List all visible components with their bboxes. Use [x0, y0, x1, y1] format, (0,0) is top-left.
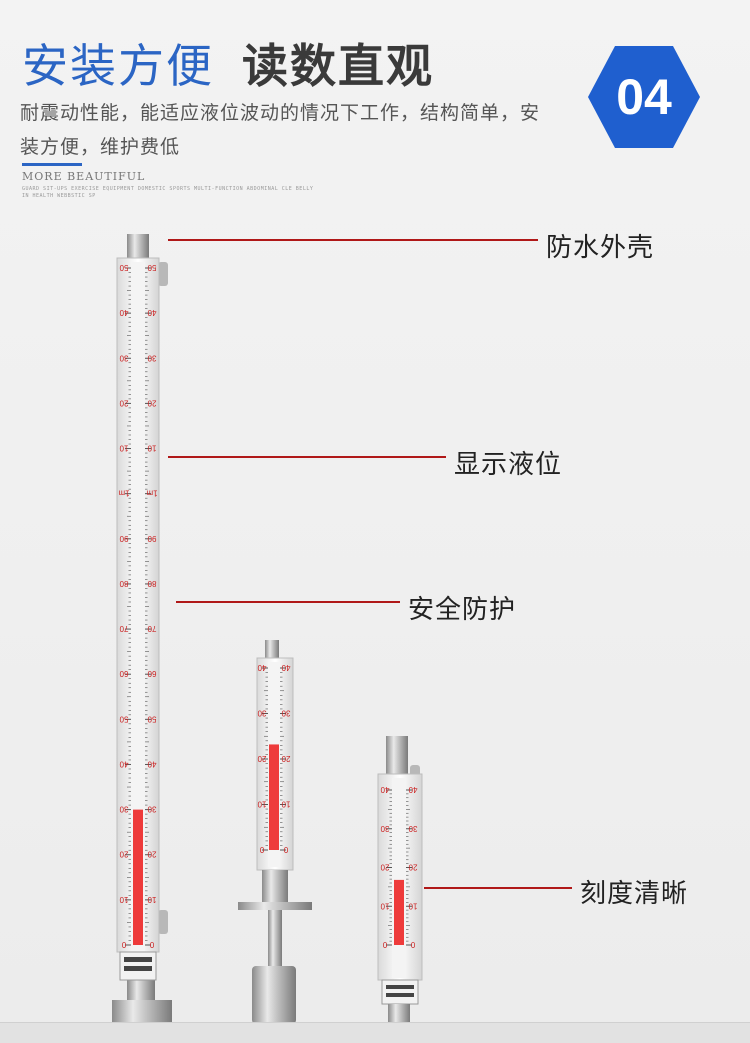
scale-label: 0 — [259, 845, 264, 854]
scale-label: 40 — [147, 308, 156, 317]
liquid-level-fill — [394, 879, 404, 945]
scale-label: 40 — [147, 759, 156, 768]
scale-label: 90 — [119, 534, 128, 543]
scale-label: 30 — [147, 353, 156, 362]
callout-label-safety: 安全防护 — [408, 595, 517, 625]
scale-label: 10 — [380, 901, 389, 910]
scale-label: 0 — [283, 845, 288, 854]
scale-label: 90 — [147, 534, 156, 543]
scale-label: 10 — [147, 895, 156, 904]
scale-label: 0 — [121, 940, 126, 949]
scale-label: 20 — [119, 398, 128, 407]
scale-label: 40 — [408, 785, 417, 794]
scale-label: 30 — [119, 805, 128, 814]
scale-label: 0 — [149, 940, 154, 949]
scale-label: 20 — [281, 754, 290, 763]
gauge-tall: 50 50 40 40 30 30 20 20 10 10 1m 1m 90 90 80 80 70 70 60 60… — [112, 234, 172, 1024]
scale-label: 50 — [147, 263, 156, 272]
gauge-medium: 40 40 30 30 20 20 10 10 0 0 — [238, 640, 312, 1024]
scale-label: 30 — [257, 709, 266, 718]
hexagon-badge-icon — [588, 46, 700, 148]
callout-label-shell: 防水外壳 — [546, 233, 655, 263]
scale-label: 30 — [119, 353, 128, 362]
scale-label: 10 — [281, 800, 290, 809]
scale-label: 20 — [147, 850, 156, 859]
headline-light: 安装方便 — [22, 39, 214, 93]
scale-label: 20 — [380, 863, 389, 872]
scale-label: 60 — [147, 669, 156, 678]
scale-label: 20 — [257, 754, 266, 763]
feature-description: 耐震动性能，能适应液位波动的情况下工作，结构简单，安装方便，维护费低 — [20, 102, 541, 158]
callout-line-display — [168, 456, 446, 458]
scale-label: 40 — [119, 308, 128, 317]
scale-label: 80 — [147, 579, 156, 588]
liquid-level-fill — [133, 809, 143, 945]
scale-label: 10 — [408, 901, 417, 910]
scale-label: 1m — [118, 489, 129, 498]
scale-label: 40 — [380, 785, 389, 794]
scale-label: 20 — [408, 863, 417, 872]
headline-bold: 读数直观 — [242, 39, 434, 93]
scale-label: 10 — [119, 895, 128, 904]
headline: 安装方便读数直观 — [22, 30, 434, 96]
callout-line-safety — [176, 601, 400, 603]
scale-label: 30 — [147, 805, 156, 814]
accent-rule — [22, 163, 82, 166]
english-subtitle: MORE BEAUTIFUL — [22, 170, 146, 183]
scale-label: 60 — [119, 669, 128, 678]
scale-label: 10 — [119, 444, 128, 453]
number-badge: 04 — [586, 44, 702, 150]
callout-label-scale: 刻度清晰 — [580, 879, 689, 909]
gauge-short: 40 40 30 30 20 20 10 10 0 0 — [377, 736, 423, 1024]
scale-label: 80 — [119, 579, 128, 588]
scale-label: 50 — [119, 263, 128, 272]
scale-label: 0 — [410, 940, 415, 949]
scale-label: 50 — [147, 714, 156, 723]
english-fine-print: GUARD SIT-UPS EXERCISE EQUIPMENT DOMESTI… — [22, 186, 314, 199]
scale-label: 50 — [119, 714, 128, 723]
callout-label-display: 显示液位 — [454, 450, 563, 480]
callout-line-scale — [424, 887, 572, 889]
badge-number: 04 — [616, 69, 672, 125]
scale-label: 20 — [119, 850, 128, 859]
scale-label: 40 — [281, 663, 290, 672]
scale-label: 70 — [119, 624, 128, 633]
scale-label: 70 — [147, 624, 156, 633]
scale-label: 10 — [147, 444, 156, 453]
liquid-level-fill — [269, 744, 279, 850]
scale-label: 40 — [257, 663, 266, 672]
scale-label: 30 — [281, 709, 290, 718]
scale-label: 40 — [119, 759, 128, 768]
scale-label: 30 — [380, 824, 389, 833]
callout-line-shell — [168, 239, 538, 241]
scale-label: 0 — [382, 940, 387, 949]
scale-label: 1m — [146, 489, 157, 498]
scale-label: 20 — [147, 398, 156, 407]
display-floor — [0, 1022, 750, 1043]
scale-label: 30 — [408, 824, 417, 833]
scale-label: 10 — [257, 800, 266, 809]
